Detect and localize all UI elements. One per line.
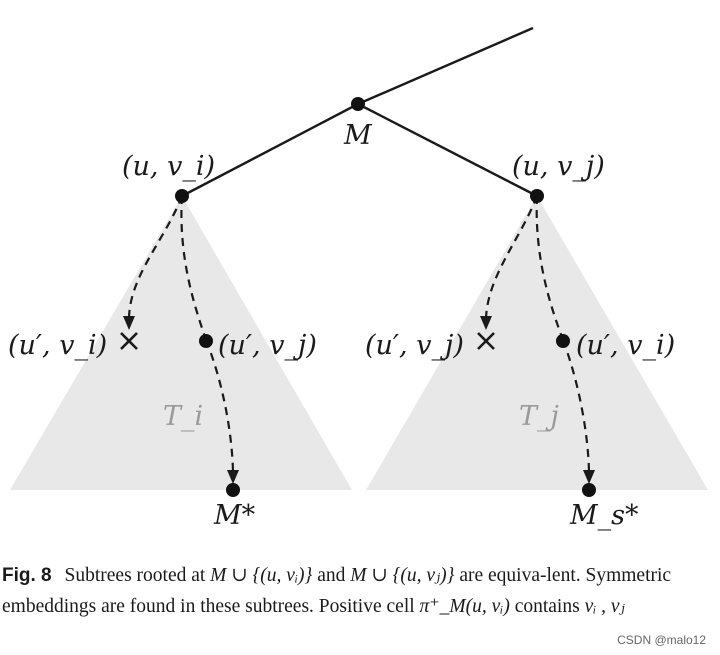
left-leaf-label: M* bbox=[213, 500, 256, 531]
caption-math-1: M ∪ {(u, vᵢ)} bbox=[210, 565, 313, 586]
left-child-label: (u, v_i) bbox=[122, 151, 215, 182]
caption-text-2: and bbox=[317, 565, 346, 586]
left-edge bbox=[181, 102, 359, 198]
right-leaf-node bbox=[582, 483, 596, 497]
parent-edge bbox=[357, 26, 534, 106]
left-leaf-path bbox=[204, 339, 235, 473]
right-kept-node bbox=[556, 334, 570, 348]
caption-text-3: are equiva-lent. Symmetric embeddings ar… bbox=[2, 565, 672, 617]
left-subtree-region bbox=[10, 196, 352, 490]
root-node bbox=[351, 97, 365, 111]
left-child-node bbox=[175, 189, 189, 203]
right-kept-path bbox=[535, 195, 565, 341]
right-pruned-path bbox=[484, 195, 539, 319]
left-pruned-mark bbox=[120, 332, 138, 350]
left-kept-path bbox=[180, 195, 208, 341]
right-kept-label: (u′, v_i) bbox=[576, 330, 675, 361]
figure-caption: Fig. 8 Subtrees rooted at M ∪ {(u, vᵢ)} … bbox=[2, 560, 718, 622]
left-leaf-node bbox=[226, 483, 240, 497]
left-kept-node bbox=[199, 334, 213, 348]
left-pruned-path bbox=[127, 195, 184, 319]
figure-number: Fig. 8 bbox=[2, 565, 52, 586]
left-pruned-arrow bbox=[123, 316, 135, 330]
left-pruned-label: (u′, v_i) bbox=[8, 330, 107, 361]
right-leaf-arrow bbox=[583, 470, 595, 484]
right-pruned-mark bbox=[477, 332, 495, 350]
right-subtree-label: T_j bbox=[519, 401, 559, 432]
right-pruned-arrow bbox=[480, 316, 492, 330]
left-kept-label: (u′, v_j) bbox=[218, 330, 317, 361]
right-pruned-label: (u′, v_j) bbox=[365, 330, 464, 361]
caption-text-4: contains bbox=[514, 596, 580, 617]
left-leaf-arrow bbox=[227, 470, 239, 484]
right-edge bbox=[357, 102, 538, 198]
right-child-label: (u, v_j) bbox=[512, 151, 605, 182]
caption-math-3: π⁺_M(u, vᵢ) bbox=[419, 596, 510, 617]
watermark: CSDN @malo12 bbox=[617, 633, 706, 647]
caption-math-4: vᵢ , vⱼ bbox=[584, 596, 625, 617]
root-label: M bbox=[343, 120, 373, 151]
caption-text-1: Subtrees rooted at bbox=[64, 565, 206, 586]
caption-math-2: M ∪ {(u, vⱼ)} bbox=[350, 565, 455, 586]
right-leaf-path bbox=[561, 339, 591, 473]
search-tree-diagram: M (u, v_i) (u, v_j) (u′, v_i) (u′, v_j) … bbox=[8, 26, 708, 531]
right-child-node bbox=[530, 189, 544, 203]
left-subtree-label: T_i bbox=[163, 401, 203, 432]
right-leaf-label: M_s* bbox=[569, 500, 639, 531]
right-subtree-region bbox=[366, 196, 708, 490]
